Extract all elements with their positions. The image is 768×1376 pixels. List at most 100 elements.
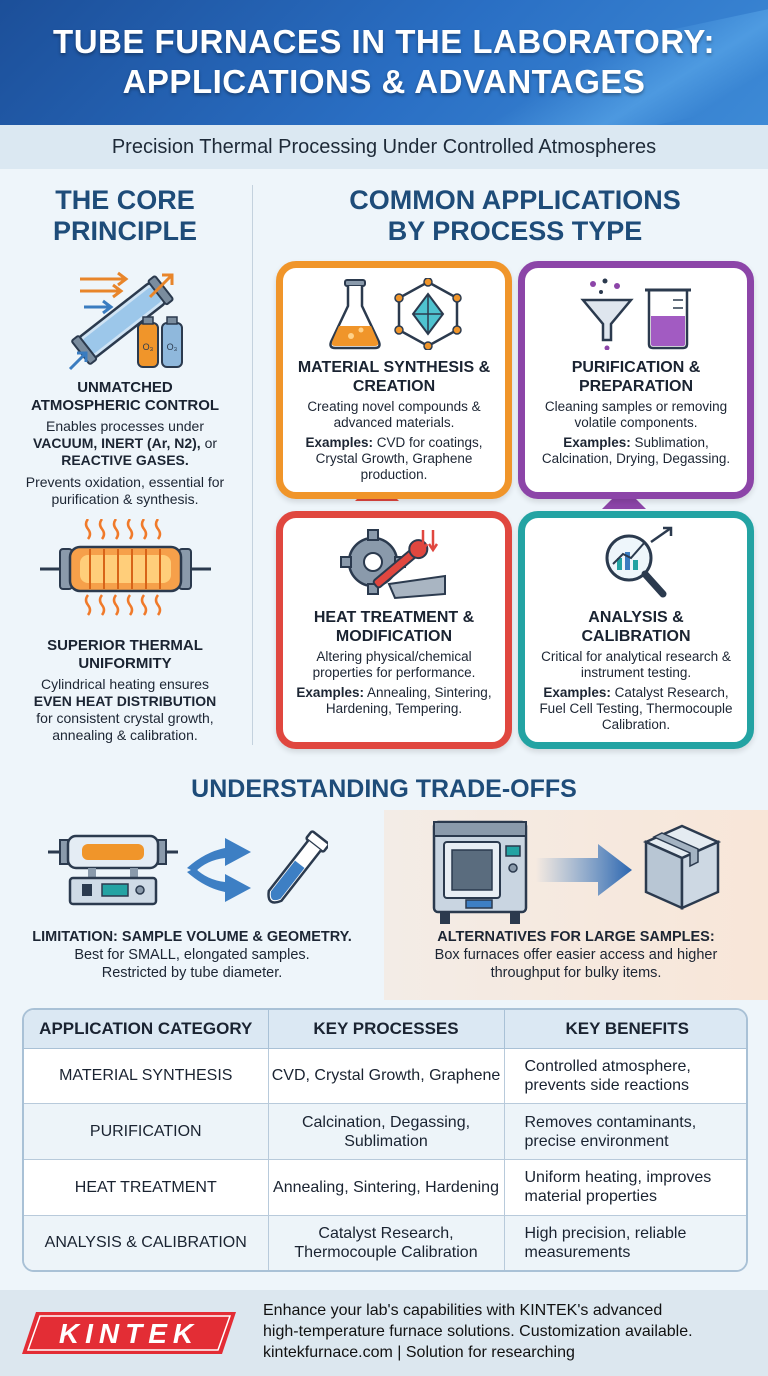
page-title: TUBE FURNACES IN THE LABORATORY: APPLICA… (0, 22, 768, 102)
atmospheric-control-heading: UNMATCHED ATMOSPHERIC CONTROL (0, 379, 250, 415)
title-line-2: APPLICATIONS & ADVANTAGES (122, 63, 646, 100)
card-analysis-calibration[interactable]: ANALYSIS & CALIBRATION Critical for anal… (518, 511, 754, 749)
footer-line-1: Enhance your lab's capabilities with KIN… (263, 1302, 663, 1319)
alternatives-body: Box furnaces offer easier access and hig… (434, 947, 718, 981)
table-cell: PURIFICATION (24, 1103, 269, 1160)
thermal-heading-1: SUPERIOR THERMAL (47, 637, 203, 654)
limitation-body: Best for SMALL, elongated samples. Restr… (74, 947, 310, 981)
footer-text: Enhance your lab's capabilities with KIN… (263, 1300, 763, 1363)
card-description: Creating novel compounds & advanced mate… (307, 399, 481, 430)
box-furnace-icon (432, 820, 528, 924)
column-header-benefits: KEY BENEFITS (504, 1010, 746, 1049)
card-examples: Examples: Sublimation, Calcination, Dryi… (533, 435, 739, 467)
table-row: MATERIAL SYNTHESIS CVD, Crystal Growth, … (24, 1048, 746, 1105)
gas-tube-icon: O₃ O₃ (68, 271, 183, 371)
summary-table: APPLICATION CATEGORY KEY PROCESSES KEY B… (22, 1008, 748, 1272)
examples-text: CVD for coatings, Crystal Growth, Graphe… (315, 435, 483, 482)
limitation-text: LIMITATION: SAMPLE VOLUME & GEOMETRY. Be… (0, 928, 384, 982)
table-cell: Catalyst Research, Thermocouple Calibrat… (268, 1215, 505, 1270)
limitation-heading: LIMITATION: SAMPLE VOLUME & GEOMETRY. (32, 929, 352, 945)
beaker-icon (645, 288, 691, 350)
table-cell: Controlled atmosphere, prevents side rea… (504, 1048, 746, 1105)
atmos-heading-2: ATMOSPHERIC CONTROL (30, 397, 220, 414)
examples-label: Examples: (305, 435, 373, 450)
examples-label: Examples: (543, 685, 611, 700)
table-cell: Removes contaminants, precise environmen… (504, 1103, 746, 1160)
applications-title: COMMON APPLICATIONS BY PROCESS TYPE (262, 185, 768, 247)
card-heat-treatment[interactable]: HEAT TREATMENT & MODIFICATION Altering p… (276, 511, 512, 749)
atmos-text-c: Prevents oxidation, essential for purifi… (25, 474, 225, 507)
table-cell: ANALYSIS & CALIBRATION (24, 1215, 269, 1270)
title-line-1: TUBE FURNACES IN THE LABORATORY: (53, 23, 715, 60)
column-header-processes: KEY PROCESSES (268, 1010, 505, 1049)
crystal-molecule-icon (394, 278, 462, 350)
thermal-text-a: Cylindrical heating ensures (40, 676, 210, 692)
apps-title-line-2: BY PROCESS TYPE (387, 216, 643, 246)
gas-label-2: O₃ (167, 342, 178, 352)
thermal-uniformity-item: SUPERIOR THERMAL UNIFORMITY Cylindrical … (0, 637, 250, 744)
table-row: ANALYSIS & CALIBRATION Catalyst Research… (24, 1215, 746, 1270)
card-title: MATERIAL SYNTHESIS & CREATION (297, 359, 491, 395)
apps-title-line-1: COMMON APPLICATIONS (349, 185, 681, 215)
card-title: HEAT TREATMENT & MODIFICATION (313, 609, 475, 645)
card-examples: Examples: CVD for coatings, Crystal Grow… (291, 435, 497, 483)
table-row: PURIFICATION Calcination, Degassing, Sub… (24, 1103, 746, 1160)
tradeoff-limitation: LIMITATION: SAMPLE VOLUME & GEOMETRY. Be… (0, 810, 384, 1000)
thermal-uniformity-text: Cylindrical heating ensures EVEN HEAT DI… (0, 676, 250, 744)
table-cell: Annealing, Sintering, Hardening (268, 1159, 505, 1216)
card-description: Critical for analytical research & instr… (541, 649, 731, 680)
package-box-icon (642, 824, 722, 910)
table-cell: High precision, reliable measurements (504, 1215, 746, 1270)
table-cell: HEAT TREATMENT (24, 1159, 269, 1216)
thermal-bold-a: EVEN HEAT DISTRIBUTION (33, 693, 217, 709)
card-material-synthesis[interactable]: MATERIAL SYNTHESIS & CREATION Creating n… (276, 261, 512, 499)
funnel-icon (580, 278, 634, 350)
footer-line-2: high-temperature furnace solutions. Cust… (263, 1323, 693, 1340)
card-title: ANALYSIS & CALIBRATION (581, 609, 691, 645)
subtitle-bar: Precision Thermal Processing Under Contr… (0, 125, 768, 169)
atmos-text-a: Enables processes under (46, 418, 204, 434)
card-examples: Examples: Annealing, Sintering, Hardenin… (291, 685, 497, 717)
card-icon-row (533, 268, 739, 350)
card-icon-row (291, 268, 497, 350)
core-title-line-2: PRINCIPLE (52, 216, 198, 246)
right-arrow-icon (536, 844, 632, 896)
examples-text: Annealing, Sintering, Hardening, Temperi… (325, 685, 492, 716)
examples-label: Examples: (296, 685, 364, 700)
magnifier-chart-icon (605, 526, 673, 598)
thermal-heading-2: UNIFORMITY (78, 655, 172, 672)
tube-furnace-icon (48, 834, 178, 906)
atmospheric-control-item: UNMATCHED ATMOSPHERIC CONTROL Enables pr… (0, 379, 250, 508)
heating-element-icon (40, 519, 211, 616)
card-icon-row (291, 518, 497, 600)
split-arrows-icon (187, 838, 251, 902)
column-divider (252, 185, 253, 745)
header-banner: TUBE FURNACES IN THE LABORATORY: APPLICA… (0, 0, 768, 125)
table-header-row: APPLICATION CATEGORY KEY PROCESSES KEY B… (24, 1010, 746, 1049)
table-row: HEAT TREATMENT Annealing, Sintering, Har… (24, 1159, 746, 1216)
core-title-line-1: THE CORE (55, 185, 195, 215)
examples-text: Sublimation, Calcination, Drying, Degass… (541, 435, 731, 466)
card-examples: Examples: Catalyst Research, Fuel Cell T… (533, 685, 739, 733)
card-purification[interactable]: PURIFICATION & PREPARATION Cleaning samp… (518, 261, 754, 499)
footer-line-3[interactable]: kintekfurnace.com | Solution for researc… (263, 1344, 575, 1361)
card-title: PURIFICATION & PREPARATION (571, 359, 701, 395)
table-cell: CVD, Crystal Growth, Graphene (268, 1048, 505, 1105)
gear-wrench-icon (340, 529, 446, 600)
table-cell: Calcination, Degassing, Sublimation (268, 1103, 505, 1160)
core-principle-title: THE CORE PRINCIPLE (0, 185, 250, 247)
alternatives-heading: ALTERNATIVES FOR LARGE SAMPLES: (437, 929, 715, 945)
alternatives-text: ALTERNATIVES FOR LARGE SAMPLES: Box furn… (384, 928, 768, 982)
atmos-bold-b: REACTIVE GASES. (61, 452, 189, 468)
kintek-logo[interactable]: KINTEK (22, 1312, 236, 1354)
subtitle: Precision Thermal Processing Under Contr… (111, 136, 657, 158)
thermal-uniformity-heading: SUPERIOR THERMAL UNIFORMITY (0, 637, 250, 673)
atmos-bold-a: VACUUM, INERT (Ar, N2), (32, 435, 201, 451)
core-principle-section: THE CORE PRINCIPLE O₃ O₃ UN (0, 169, 250, 779)
flask-icon (329, 279, 381, 350)
column-header-category: APPLICATION CATEGORY (24, 1010, 269, 1049)
atmos-text-b: or (204, 435, 218, 451)
test-tube-icon (267, 830, 328, 904)
atmos-heading-1: UNMATCHED (77, 379, 173, 396)
tradeoff-alternatives: ALTERNATIVES FOR LARGE SAMPLES: Box furn… (384, 810, 768, 1000)
